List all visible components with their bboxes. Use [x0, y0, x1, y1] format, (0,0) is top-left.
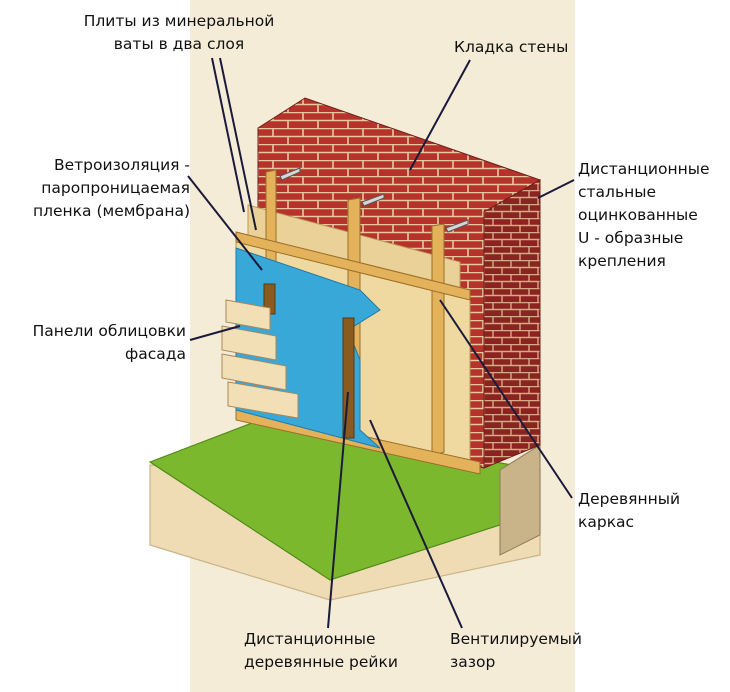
leader-wall-masonry [409, 59, 471, 171]
leader-u-brackets [537, 179, 575, 199]
leader-mineral-wool-2 [219, 57, 257, 231]
label-vent-gap: Вентилируемый зазор [450, 630, 582, 671]
label-u-brackets: Дистанционные стальные оцинкованные U - … [578, 160, 710, 270]
u-bracket-2 [361, 193, 385, 207]
leader-vent-gap [369, 419, 463, 629]
label-wood-battens: Дистанционные деревянные рейки [244, 630, 398, 671]
label-facade-panels: Панели облицовки фасада [32, 322, 186, 363]
leader-wind-barrier [187, 175, 263, 271]
leader-wood-battens [327, 391, 349, 629]
brick-wall-side [483, 179, 541, 469]
leader-mineral-wool-1 [211, 57, 245, 213]
label-mineral-wool: Плиты из минеральной ваты в два слоя [83, 12, 275, 53]
label-wall-masonry: Кладка стены [454, 38, 569, 56]
left-blank-area [0, 0, 190, 420]
leader-lines [187, 57, 575, 629]
leader-wood-frame [439, 299, 573, 499]
facade-panels [221, 299, 299, 419]
u-bracket-3 [445, 219, 469, 233]
wood-rail-top [235, 231, 471, 301]
leader-facade-panels [189, 325, 241, 341]
label-wind-barrier: Ветроизоляция - паропроницаемая пленка (… [32, 156, 190, 220]
foundation [499, 444, 541, 556]
u-bracket-1 [279, 167, 301, 181]
wood-post-3 [431, 223, 445, 457]
label-wood-frame: Деревянный каркас [578, 490, 681, 531]
batten-2 [342, 317, 355, 439]
